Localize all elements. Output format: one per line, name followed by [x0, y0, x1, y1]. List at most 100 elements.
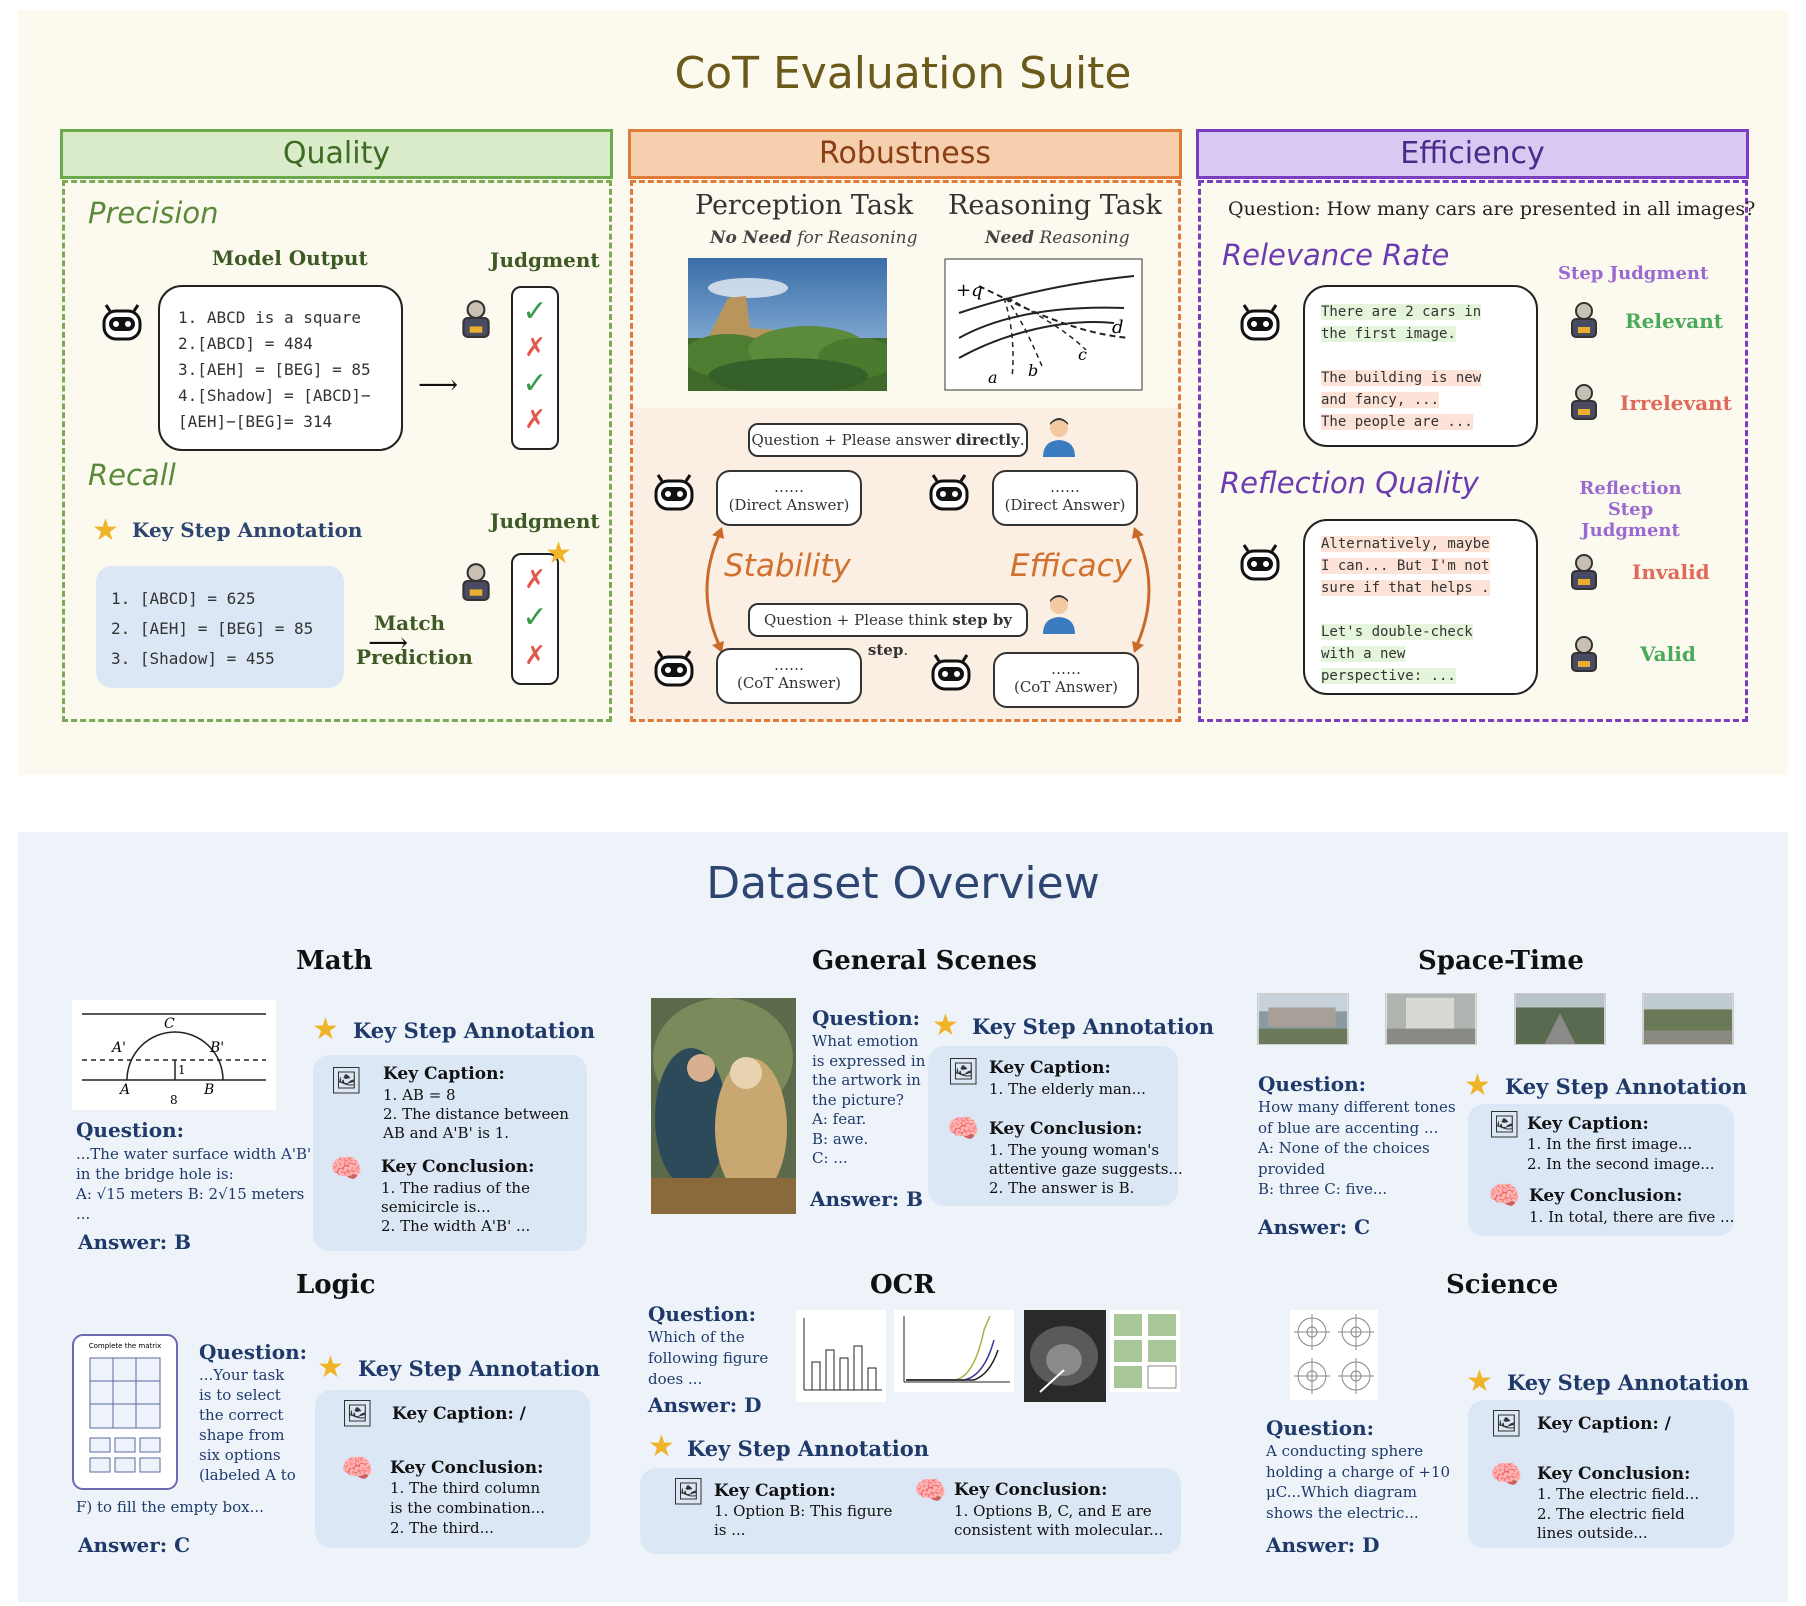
point-a-prime-label: A' — [110, 1040, 126, 1056]
logic-answer: Answer: C — [78, 1533, 191, 1557]
street-photo-1 — [1257, 993, 1349, 1045]
for-reasoning-text: for Reasoning — [791, 228, 918, 248]
model-output-step: 3.[AEH] = [BEG] = 85 — [178, 360, 371, 379]
general-conclusion: 1. The young woman's attentive gaze sugg… — [989, 1141, 1183, 1198]
ocr-bar-chart-image — [796, 1310, 886, 1402]
point-b-label: B — [203, 1082, 214, 1098]
valid-text: Let's double-check — [1321, 624, 1473, 640]
question-line: is expressed in — [812, 1051, 926, 1070]
reflection-step-text: Reflection Step — [1579, 478, 1682, 520]
math-answer: Answer: B — [78, 1230, 192, 1254]
robot-icon — [1240, 544, 1280, 581]
logic-question-label: Question: — [199, 1340, 308, 1364]
star-icon: ★ — [92, 513, 119, 548]
electric-field-diagram: +q a b c d — [944, 258, 1143, 391]
key-step-annotation-label: Key Step Annotation — [1505, 1074, 1747, 1099]
question-line: A: None of the choices — [1258, 1139, 1430, 1157]
key-step-annotation-label: Key Step Annotation — [358, 1356, 600, 1381]
image-icon: 🖼 — [1490, 1409, 1524, 1439]
valid-text: perspective: ... — [1321, 668, 1456, 684]
check-icon: ✓ — [522, 366, 548, 401]
image-icon: 🖼 — [947, 1057, 981, 1087]
brain-icon: 🧠 — [947, 1114, 980, 1144]
conclusion-line: 2. The width A'B' ... — [381, 1217, 531, 1235]
ellipsis: …… — [1050, 478, 1080, 496]
question-line: following figure — [648, 1349, 769, 1367]
key-step-annotation-label: Key Step Annotation — [132, 518, 363, 542]
robot-icon — [931, 654, 971, 691]
ocr-scan-image — [1024, 1310, 1106, 1402]
key-caption-text: Key Caption: — [392, 1404, 514, 1424]
general-question: What emotion is expressed in the artwork… — [812, 1032, 925, 1169]
conclusion-line: lines outside... — [1537, 1524, 1648, 1542]
logic-conclusion: 1. The third column is the combination..… — [390, 1478, 545, 1538]
ocr-line-chart-image — [894, 1310, 1014, 1392]
robot-icon — [654, 474, 694, 511]
ellipsis: …… — [774, 656, 804, 674]
reflection-bubble: Alternatively, maybe I can... But I'm no… — [1303, 519, 1538, 695]
judge-icon — [1571, 554, 1597, 590]
valid-text: with a new — [1321, 646, 1406, 662]
star-icon: ★ — [1464, 1068, 1491, 1103]
directly-text: directly — [955, 431, 1020, 449]
street-photo-4 — [1642, 993, 1734, 1045]
efficiency-question: Question: How many cars are presented in… — [1228, 198, 1756, 220]
star-icon: ★ — [648, 1429, 675, 1464]
height-label: 1 — [178, 1063, 186, 1077]
judgment-label: Judgment — [490, 248, 600, 272]
image-icon: 🖼 — [341, 1399, 375, 1429]
space-time-question: How many different tones of blue are acc… — [1258, 1097, 1456, 1200]
judge-icon — [462, 563, 490, 601]
check-icon: ✓ — [522, 294, 548, 329]
key-step-annotation-label: Key Step Annotation — [687, 1436, 929, 1461]
space-time-answer: Answer: C — [1258, 1215, 1371, 1239]
key-conclusion-label: Key Conclusion: — [989, 1119, 1143, 1139]
question-line: B: awe. — [812, 1129, 869, 1148]
math-caption: 1. AB = 8 2. The distance between AB and… — [383, 1086, 569, 1143]
key-conclusion-label: Key Conclusion: — [954, 1480, 1108, 1500]
question-line: A: fear. — [812, 1110, 867, 1128]
question-line: the picture? — [812, 1090, 904, 1109]
brain-icon: 🧠 — [1490, 1460, 1523, 1490]
period-text: . — [1019, 431, 1025, 449]
cot-answer-box: ……(CoT Answer) — [716, 648, 862, 704]
robot-icon — [1240, 304, 1280, 341]
math-title: Math — [296, 946, 373, 976]
c-label: c — [1078, 345, 1087, 364]
question-line: ...Your task — [199, 1366, 285, 1384]
cross-icon: ✗ — [524, 405, 546, 435]
question-line: shape from — [199, 1426, 285, 1444]
science-question: A conducting sphere holding a charge of … — [1266, 1441, 1450, 1523]
model-output-bubble: 1. ABCD is a square 2.[ABCD] = 484 3.[AE… — [158, 285, 403, 451]
general-answer: Answer: B — [810, 1187, 924, 1211]
question-line: does ... — [648, 1370, 703, 1388]
image-icon: 🖼 — [672, 1477, 706, 1507]
user-icon — [1043, 418, 1075, 457]
model-output-label: Model Output — [212, 246, 368, 270]
question-cot-box: Question + Please think step by step. — [748, 603, 1028, 659]
irrelevant-label: Irrelevant — [1620, 391, 1732, 415]
stability-label: Stability — [724, 548, 851, 584]
invalid-label: Invalid — [1632, 560, 1710, 584]
conclusion-line: 1. The third column — [390, 1479, 541, 1497]
question-line: How many different tones — [1258, 1098, 1456, 1116]
width-label: 8 — [170, 1093, 178, 1107]
space-time-title: Space-Time — [1418, 946, 1584, 976]
model-output-step: 2.[ABCD] = 484 — [178, 334, 313, 353]
ellipsis: …… — [774, 478, 804, 496]
key-conclusion-label: Key Conclusion: — [1529, 1186, 1683, 1206]
question-direct-text: Question + Please answer — [751, 431, 956, 449]
general-caption: 1. The elderly man... — [989, 1080, 1146, 1098]
key-conclusion-label: Key Conclusion: — [1537, 1464, 1691, 1484]
question-line: holding a charge of +10 — [1266, 1462, 1451, 1481]
conclusion-line: is the combination... — [390, 1499, 546, 1517]
perception-task-subtitle: No Need for Reasoning — [710, 228, 918, 248]
question-line: the correct — [199, 1406, 284, 1424]
judge-icon — [1571, 302, 1597, 338]
ocr-grid-plots-image — [1110, 1310, 1180, 1392]
star-icon: ★ — [317, 1350, 344, 1385]
cross-icon: ✗ — [524, 565, 546, 595]
conclusion-line: consistent with molecular... — [954, 1521, 1164, 1539]
stability-arrow — [705, 527, 724, 653]
general-annotation-box — [928, 1046, 1178, 1206]
